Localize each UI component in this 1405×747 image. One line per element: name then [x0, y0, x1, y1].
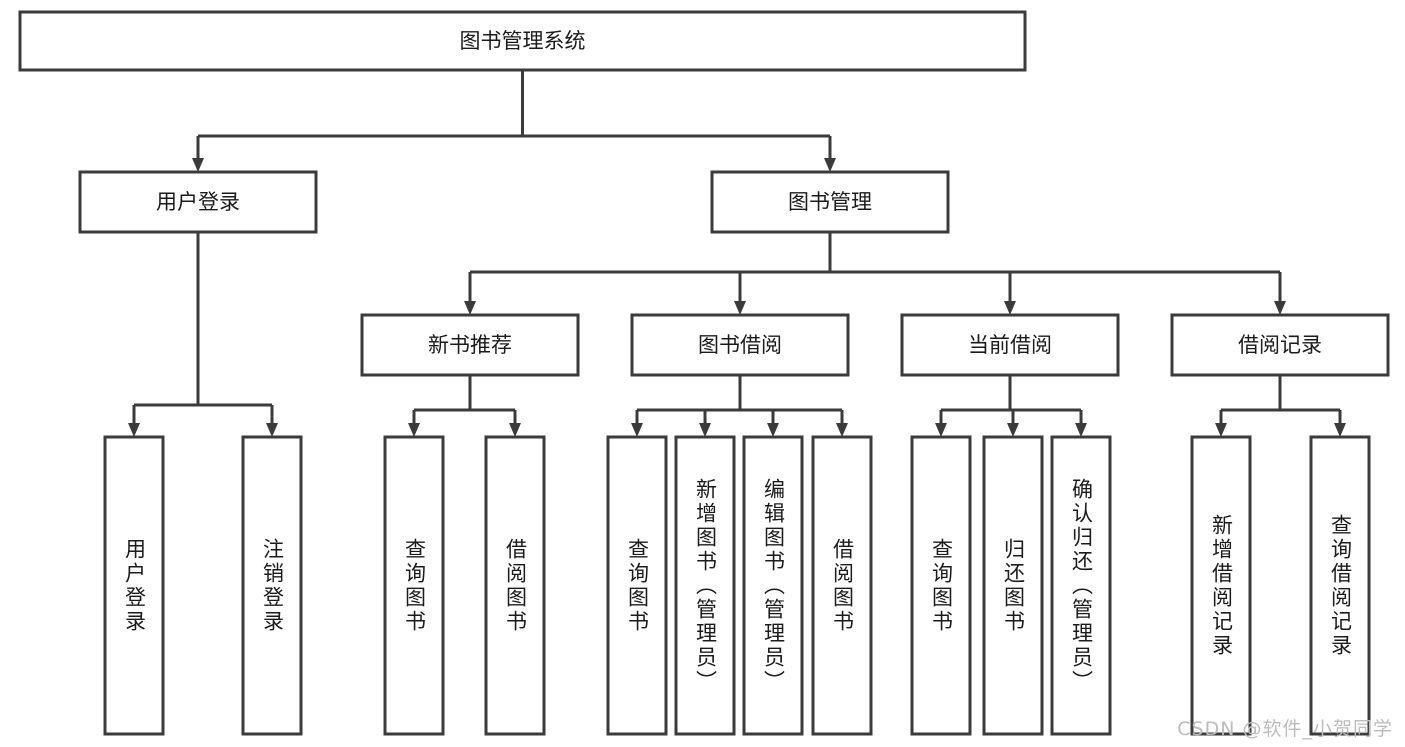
node-leaf-user-logout[interactable] [241, 435, 303, 736]
node-current-borrow-label: 当前借阅 [968, 333, 1052, 357]
book-manage-branch-2-head [1004, 301, 1016, 315]
node-leaf-cur-query[interactable] [910, 435, 972, 736]
leaf-book-borrow-branch-2-head [767, 423, 779, 437]
node-book-borrow-label: 图书借阅 [698, 333, 782, 357]
node-leaf-user-login[interactable] [103, 435, 165, 736]
node-leaf-rec-query2[interactable] [1309, 435, 1371, 736]
node-user-login[interactable] [78, 170, 318, 234]
book-manage-branch-3-head [1274, 301, 1286, 315]
node-root[interactable] [18, 10, 1027, 72]
connector-layer [128, 70, 1346, 437]
leaf-current-borrow-branch-0-head [935, 423, 947, 437]
node-book-manage-label: 图书管理 [788, 190, 872, 214]
leaf-book-borrow-branch-3-head [836, 423, 848, 437]
leaf-current-borrow-branch-1-head [1007, 423, 1019, 437]
node-leaf-borrow-edit[interactable] [742, 435, 804, 736]
leaf-user-login-branch-1-head [266, 423, 278, 437]
leaf-borrow-record-branch-0-head [1215, 423, 1227, 437]
book-manage-branch-0-head [464, 301, 476, 315]
node-root-label: 图书管理系统 [460, 29, 586, 53]
leaf-new-book-rec-branch-1-head [509, 423, 521, 437]
node-borrow-record-label: 借阅记录 [1238, 333, 1322, 357]
root-branch-0-head [192, 158, 204, 172]
leaf-current-borrow-branch-2-head [1075, 423, 1087, 437]
book-manage-branch-1-head [734, 301, 746, 315]
root-branch-1-head [824, 158, 836, 172]
node-current-borrow[interactable] [900, 313, 1120, 377]
node-leaf-rec-query[interactable] [383, 435, 445, 736]
node-leaf-cur-return[interactable] [982, 435, 1044, 736]
node-book-borrow[interactable] [630, 313, 850, 377]
node-leaf-cur-confirm[interactable] [1050, 435, 1112, 736]
node-leaf-rec-borrow[interactable] [484, 435, 546, 736]
leaf-book-borrow-branch-0-head [631, 423, 643, 437]
node-user-login-label: 用户登录 [156, 190, 240, 214]
node-leaf-borrow-lend[interactable] [811, 435, 873, 736]
leaf-book-borrow-branch-1-head [699, 423, 711, 437]
node-borrow-record[interactable] [1170, 313, 1390, 377]
leaf-borrow-record-branch-1-head [1334, 423, 1346, 437]
node-book-manage[interactable] [710, 170, 950, 234]
leaf-user-login-branch-0-head [128, 423, 140, 437]
node-new-book-rec-label: 新书推荐 [428, 333, 512, 357]
leaf-new-book-rec-branch-0-head [408, 423, 420, 437]
node-leaf-borrow-query[interactable] [606, 435, 668, 736]
watermark-text: CSDN @软件_小贺同学 [1177, 718, 1393, 740]
node-new-book-rec[interactable] [360, 313, 580, 377]
node-leaf-borrow-add[interactable] [674, 435, 736, 736]
node-leaf-rec-add[interactable] [1190, 435, 1252, 736]
